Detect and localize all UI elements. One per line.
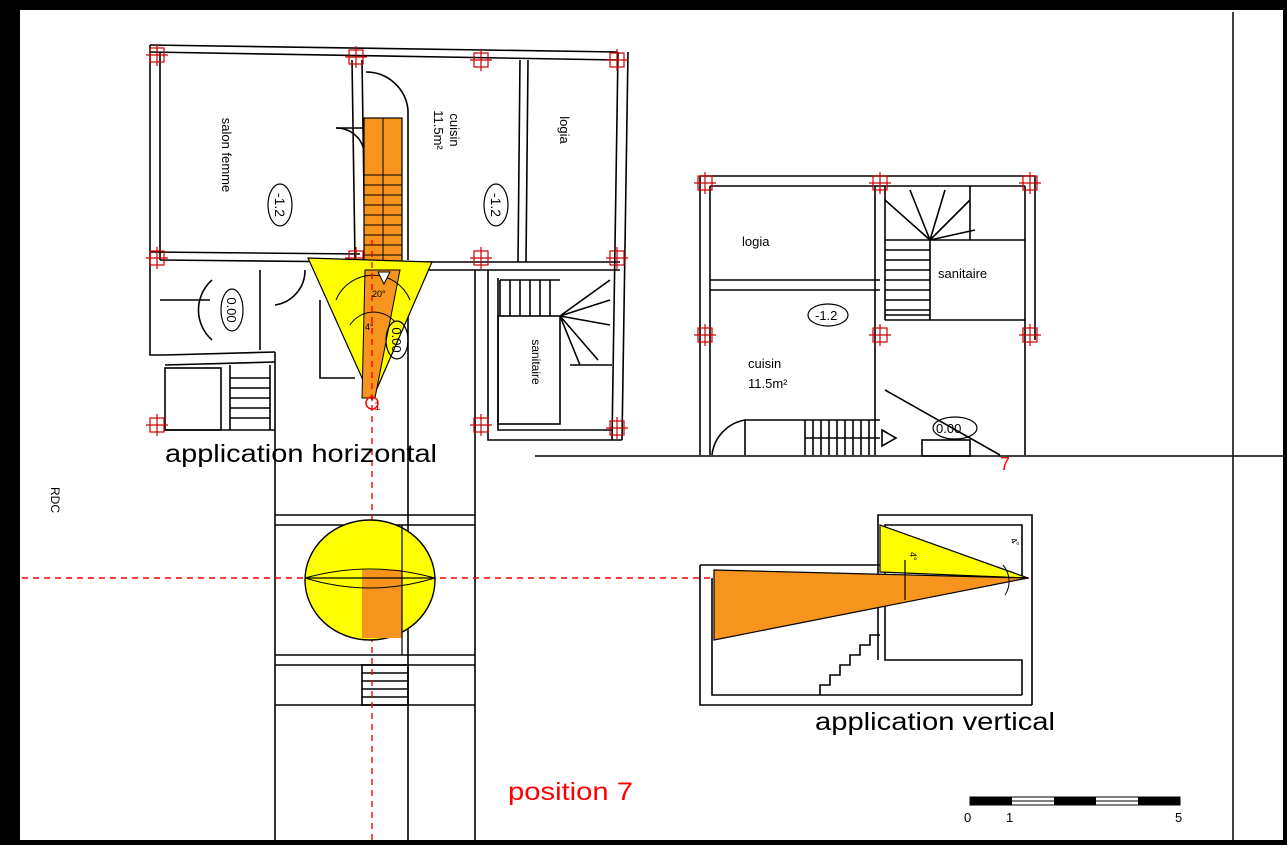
column-markers-left bbox=[146, 44, 628, 439]
label-app-horizontal: application horizontal bbox=[165, 440, 437, 468]
label-app-vertical: application vertical bbox=[815, 708, 1055, 736]
label-position-marker-right: 7 bbox=[1000, 454, 1010, 474]
level-circle-stair bbox=[385, 320, 409, 360]
label-area-left: 11.5m² bbox=[431, 110, 446, 150]
label-position-title: position 7 bbox=[508, 778, 633, 806]
label-level-cuisin: -1.2 bbox=[488, 193, 504, 217]
level-circle-entry bbox=[220, 288, 244, 332]
view-cone-vertical-lower bbox=[713, 569, 1029, 641]
label-level-right-cuisin: -1.2 bbox=[815, 308, 837, 323]
label-angle-v1: 4° bbox=[908, 552, 918, 561]
right-plan bbox=[699, 175, 1036, 457]
level-circle-right-stair bbox=[932, 416, 978, 440]
label-logia-left: logia bbox=[557, 116, 572, 144]
label-rdc: RDC bbox=[48, 487, 62, 513]
scale-label-5: 5 bbox=[1175, 810, 1182, 825]
scale-label-1: 1 bbox=[1006, 810, 1013, 825]
level-circle-right-cuisin bbox=[807, 303, 849, 327]
scale-label-0: 0 bbox=[964, 810, 971, 825]
angle-arc-vertical bbox=[1002, 564, 1010, 596]
angle-arc-20 bbox=[335, 274, 411, 301]
label-cuisin-left: cuisin bbox=[447, 113, 462, 146]
stair-arrow-icon bbox=[377, 271, 391, 286]
label-angle-4: 4° bbox=[365, 322, 374, 332]
level-circle-cuisin bbox=[483, 183, 509, 227]
view-cone-vertical-upper bbox=[879, 524, 1029, 579]
label-level-stair: 0.00 bbox=[389, 327, 404, 352]
column-markers-right bbox=[694, 172, 1041, 346]
level-circle-salon bbox=[267, 183, 293, 227]
label-position-marker-left: 1 bbox=[374, 399, 381, 413]
stair-treads bbox=[364, 118, 402, 275]
label-sanitaire-left: sanitaire bbox=[529, 339, 543, 385]
label-sanitaire-right: sanitaire bbox=[938, 266, 987, 281]
sheet-paper bbox=[20, 10, 1283, 840]
sphere-orange-band bbox=[362, 570, 402, 638]
label-cuisin-right: cuisin bbox=[748, 356, 781, 371]
left-plan bbox=[149, 44, 629, 840]
label-logia-right: logia bbox=[742, 234, 770, 249]
label-level-right-stair: 0.00 bbox=[936, 421, 961, 436]
label-salon-femme: salon femme bbox=[219, 118, 234, 192]
label-level-salon: -1.2 bbox=[272, 193, 288, 217]
observer-point-left bbox=[365, 396, 379, 410]
angle-arc-4 bbox=[349, 311, 396, 326]
label-level-entry: 0.00 bbox=[224, 297, 239, 322]
label-area-right: 11.5m² bbox=[748, 376, 788, 391]
label-angle-20: 20° bbox=[372, 289, 386, 299]
scale-bar bbox=[969, 796, 1181, 806]
